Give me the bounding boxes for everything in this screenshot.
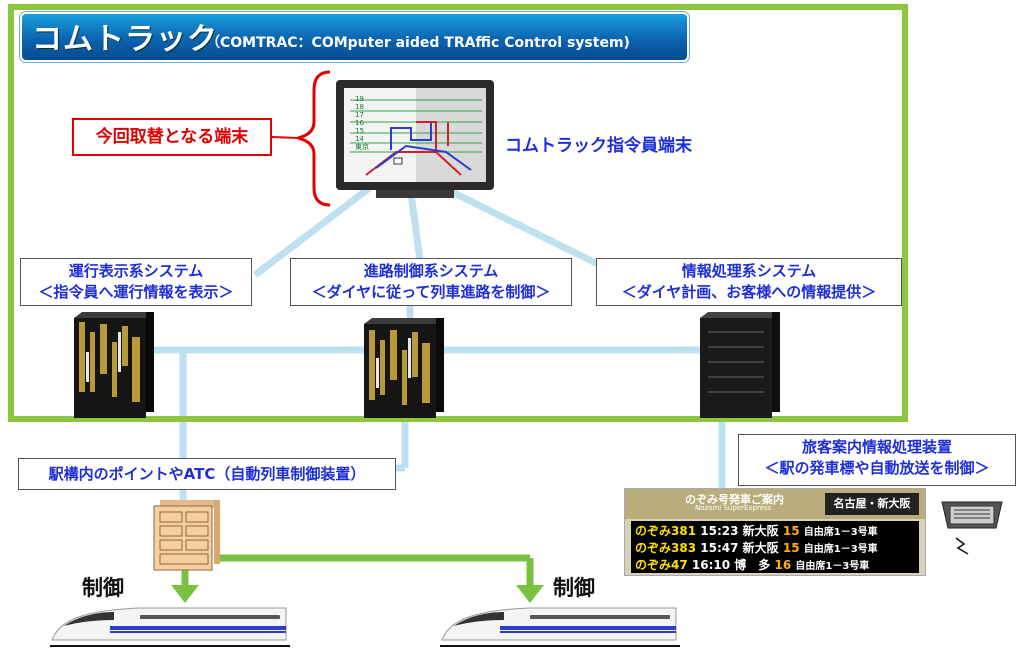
speaker-icon [941,501,1003,555]
board-row: のぞみ381 15:23 新大阪 15 自由席1－3号車 [635,524,878,538]
board-title: のぞみ号発車ご案内 [685,493,784,506]
track-number: 14 [355,135,364,143]
system-name: 進路制御系システム [363,262,499,280]
system-route-control: 進路制御系システム ＜ダイヤに従って列車進路を制御＞ [290,258,572,306]
control-label: 制御 [553,576,595,600]
station-equipment-label: 駅構内のポイントやATC（自動列車制御装置） [18,458,396,490]
monitor-icon [336,80,494,198]
board-row: のぞみ383 15:47 新大阪 15 自由席1－3号車 [635,541,878,555]
track-number: 18 [355,103,364,111]
shinkansen-train-icon [440,607,680,647]
terminal-label: コムトラック指令員端末 [505,136,692,156]
shinkansen-train-icon [50,607,290,647]
passenger-info-label: 旅客案内情報処理装置 ＜駅の発車標や自動放送を制御＞ [738,434,1016,486]
system-name: 運行表示系システム [68,262,204,280]
server-icon [700,312,780,418]
board-row: のぞみ47 16:10 博 多 16 自由席1－3号車 [635,558,870,572]
control-label: 制御 [82,576,124,600]
system-operation-display: 運行表示系システム ＜指令員へ運行情報を表示＞ [20,258,252,306]
server-rack-icon [364,318,444,418]
system-desc: ＜ダイヤ計画、お客様への情報提供＞ [621,283,877,301]
system-desc: ＜指令員へ運行情報を表示＞ [38,283,234,301]
passenger-info-name: 旅客案内情報処理装置 [801,438,952,456]
track-number: 17 [355,111,364,119]
screen-track-numbers: 19 18 17 16 15 14 東京 [355,95,369,151]
departure-board: のぞみ号発車ご案内 Nozomi SuperExpress 名古屋・新大阪 のぞ… [624,488,926,576]
replacement-label: 今回取替となる端末 [72,118,272,156]
system-desc: ＜ダイヤに従って列車進路を制御＞ [311,283,551,301]
track-number: 19 [355,95,364,103]
track-number: 16 [355,119,364,127]
track-number: 15 [355,127,364,135]
title-sub: （COMTRAC：COMputer aided TRAffic Control … [206,35,630,51]
title-banner [20,12,689,62]
server-rack-icon [74,312,154,418]
system-info-processing: 情報処理系システム ＜ダイヤ計画、お客様への情報提供＞ [596,258,902,306]
comtrac-frame [8,4,908,422]
title-main: コムトラック [32,22,218,57]
board-destination: 名古屋・新大阪 [825,493,919,515]
passenger-info-desc: ＜駅の発車標や自動放送を制御＞ [764,459,990,477]
control-cabinet-icon [153,500,220,571]
board-subtitle: Nozomi SuperExpress [695,504,772,512]
system-name: 情報処理系システム [681,262,817,280]
screen-station: 東京 [355,143,369,151]
board-rows: のぞみ381 15:23 新大阪 15 自由席1－3号車 のぞみ383 15:4… [631,521,919,573]
